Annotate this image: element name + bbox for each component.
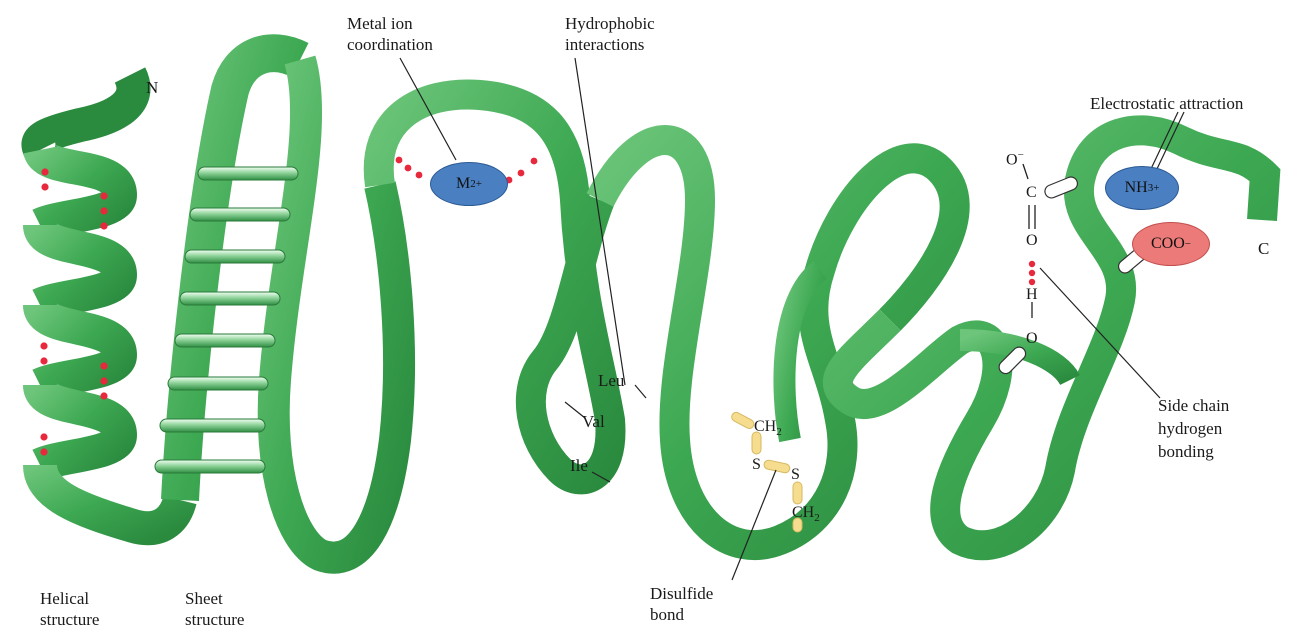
sheet-label-line1: Sheet xyxy=(185,588,223,609)
atom-ch2-top: CH2 xyxy=(754,418,782,441)
sidechain-label-line3: bonding xyxy=(1158,441,1214,462)
atom-ch2-bottom: CH2 xyxy=(792,504,820,527)
atom-ch2-bottom-subscript: 2 xyxy=(814,512,820,524)
atom-o-minus-symbol: O xyxy=(1006,151,1018,168)
leu-label: Leu xyxy=(598,370,624,391)
metal-label-line2: coordination xyxy=(347,34,433,55)
metal-ion-charge: 2+ xyxy=(470,178,482,190)
sidechain-hbond-dots xyxy=(1029,261,1035,285)
val-label: Val xyxy=(582,411,605,432)
hydrophobic-label-line1: Hydrophobic xyxy=(565,13,655,34)
atom-s-left: S xyxy=(752,456,761,474)
carboxylate-symbol: COO xyxy=(1151,235,1185,253)
atom-o-minus-charge: − xyxy=(1018,149,1024,161)
helical-label-line2: structure xyxy=(40,609,99,630)
carboxylate-charge: − xyxy=(1185,238,1191,250)
ribbon-body xyxy=(379,94,1265,545)
metal-label-line1: Metal ion xyxy=(347,13,413,34)
sidechain-label-line2: hydrogen xyxy=(1158,418,1222,439)
helical-label-line1: Helical xyxy=(40,588,89,609)
atom-ch2-bottom-symbol: CH xyxy=(792,504,814,521)
metal-ion-symbol: M xyxy=(456,175,470,193)
atom-o-upper: O xyxy=(1026,232,1038,250)
sheet-label-line2: structure xyxy=(185,609,244,630)
beta-sheet xyxy=(155,53,399,557)
atom-ch2-top-subscript: 2 xyxy=(776,426,782,438)
n-terminus-label: N xyxy=(146,77,158,98)
disulfide-label-line1: Disulfide xyxy=(650,583,713,604)
hydrophobic-label-line2: interactions xyxy=(565,34,644,55)
atom-ch2-top-symbol: CH xyxy=(754,418,776,435)
electrostatic-label: Electrostatic attraction xyxy=(1090,93,1243,114)
atom-s-right: S xyxy=(791,466,800,484)
ammonium-charge: + xyxy=(1153,182,1159,194)
sidechain-label-line1: Side chain xyxy=(1158,395,1229,416)
c-terminus-label: C xyxy=(1258,238,1269,259)
disulfide-label-line2: bond xyxy=(650,604,684,625)
ile-label: Ile xyxy=(570,455,588,476)
ammonium-symbol: NH xyxy=(1125,179,1148,197)
atom-c: C xyxy=(1026,184,1037,202)
carboxylate-blob: COO− xyxy=(1132,222,1210,266)
atom-o-lower: O xyxy=(1026,330,1038,348)
atom-o-minus: O− xyxy=(1006,146,1024,169)
atom-h: H xyxy=(1026,286,1038,304)
